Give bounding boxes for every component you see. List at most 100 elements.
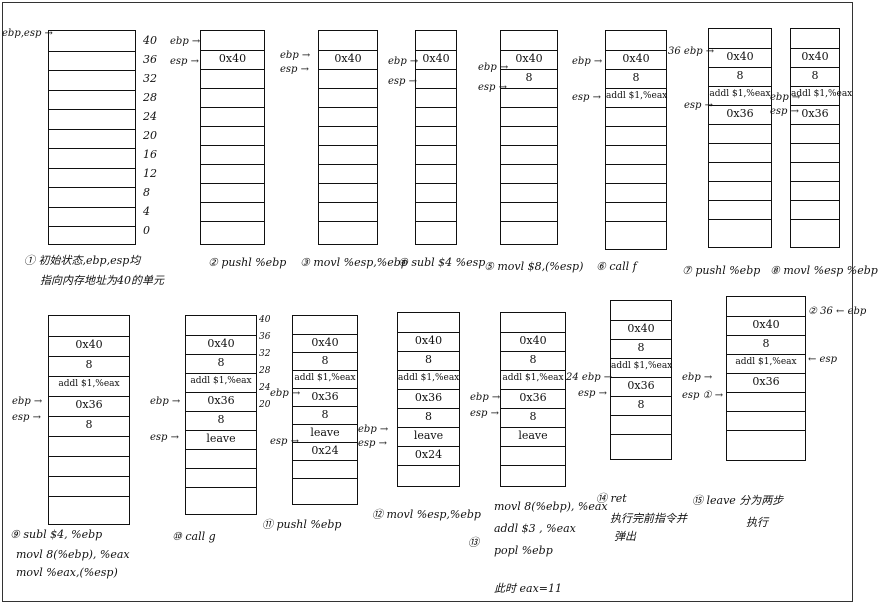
stack-cell: 0x36 — [186, 392, 256, 412]
stack-cell: 0x40 — [727, 316, 805, 336]
stack-cell: leave — [186, 430, 256, 450]
step-caption: 指向内存地址为40的单元 — [40, 274, 164, 287]
address-label: 32 — [259, 349, 271, 359]
address-label: 20 — [143, 129, 157, 142]
stack-cell — [186, 468, 256, 488]
stack-cell: addl $1,%eax — [186, 373, 256, 393]
stack-cell — [319, 183, 377, 203]
stack-cell: addl $1,%eax — [49, 376, 129, 397]
step-caption: ① 初始状态,ebp,esp均 — [24, 254, 141, 267]
stack-cell — [416, 88, 456, 108]
stack-cell — [319, 126, 377, 146]
register-pointer: esp → — [572, 92, 602, 103]
stack-cell: addl $1,%eax — [501, 370, 565, 390]
stack-cell — [611, 434, 671, 454]
register-pointer: esp → — [578, 388, 608, 399]
stack-cell: 8 — [186, 354, 256, 374]
stack-cell — [319, 202, 377, 222]
register-pointer: esp → — [270, 436, 300, 447]
stack-cell — [201, 202, 264, 222]
stack-cell: 0x40 — [501, 50, 557, 70]
memory-stack: 0x40 — [200, 30, 265, 245]
stack-cell: 0x24 — [398, 446, 459, 466]
stack-cell — [319, 107, 377, 127]
stack-cell: 8 — [293, 352, 357, 371]
step-caption: ④ subl $4 %esp — [398, 256, 486, 269]
address-label: 36 — [143, 53, 157, 66]
stack-cell: 0x40 — [791, 48, 839, 68]
step-caption: ⑫ movl %esp,%ebp — [372, 508, 481, 521]
stack-cell — [293, 478, 357, 497]
stack-cell: 8 — [49, 416, 129, 437]
stack-cell — [606, 107, 666, 127]
register-pointer: ebp,esp → — [2, 28, 53, 39]
stack-cell — [398, 465, 459, 485]
step-caption: movl 8(%ebp), %eax — [16, 548, 130, 561]
register-pointer: esp → — [358, 438, 388, 449]
stack-cell: 8 — [398, 408, 459, 428]
stack-cell — [416, 107, 456, 127]
register-pointer: ebp → — [270, 388, 301, 399]
stack-cell: 8 — [501, 351, 565, 371]
stack-cell — [416, 164, 456, 184]
stack-cell — [501, 107, 557, 127]
register-pointer: ebp → — [388, 56, 419, 67]
stack-cell: 0x40 — [319, 50, 377, 70]
stack-cell: 8 — [727, 335, 805, 355]
stack-cell — [791, 162, 839, 182]
register-pointer: ② 36 ← ebp — [808, 306, 867, 317]
memory-stack: 0x40 — [415, 30, 457, 245]
register-pointer: 24 ebp → — [566, 372, 613, 383]
register-pointer: esp → — [770, 106, 800, 117]
stack-cell — [319, 145, 377, 165]
stack-cell — [606, 164, 666, 184]
register-pointer: ebp → — [770, 92, 801, 103]
step-caption: ⑭ ret — [596, 492, 627, 505]
address-label: 12 — [143, 167, 157, 180]
stack-cell: 8 — [791, 67, 839, 87]
step-caption: ⑥ call f — [596, 260, 637, 273]
stack-cell: 0x36 — [49, 396, 129, 417]
step-caption: addl $3 , %eax — [494, 522, 576, 535]
stack-cell — [501, 145, 557, 165]
register-pointer: ebp → — [170, 36, 201, 47]
address-label: 40 — [143, 34, 157, 47]
stack-cell — [606, 221, 666, 241]
register-pointer: esp → — [150, 432, 180, 443]
stack-cell — [416, 69, 456, 89]
address-label: 36 — [259, 332, 271, 342]
stack-cell — [606, 183, 666, 203]
stack-cell — [727, 392, 805, 412]
stack-cell: addl $1,%eax — [606, 88, 667, 108]
stack-cell: 0x36 — [398, 389, 459, 409]
stack-cell: leave — [398, 427, 459, 447]
stack-cell: 0x36 — [709, 105, 771, 125]
stack-cell — [186, 449, 256, 469]
address-label: 28 — [143, 91, 157, 104]
stack-cell — [49, 226, 135, 247]
register-pointer: ebp → — [12, 396, 43, 407]
stack-cell — [501, 183, 557, 203]
register-pointer: 36 ebp → — [668, 46, 715, 57]
register-pointer: esp → — [170, 56, 200, 67]
stack-cell — [201, 183, 264, 203]
stack-cell — [709, 181, 771, 201]
stack-cell: 8 — [186, 411, 256, 431]
stack-cell — [791, 200, 839, 220]
step-caption: ③ movl %esp,%ebp — [300, 256, 408, 269]
address-label: 32 — [143, 72, 157, 85]
stack-cell — [49, 109, 135, 130]
register-pointer: esp → — [684, 100, 714, 111]
stack-cell: 8 — [611, 339, 671, 359]
stack-cell — [49, 206, 135, 228]
stack-cell: 0x40 — [501, 332, 565, 352]
register-pointer: ebp → — [478, 62, 509, 73]
stack-cell: 8 — [501, 408, 565, 428]
step-caption: movl 8(%ebp), %eax — [494, 500, 608, 513]
